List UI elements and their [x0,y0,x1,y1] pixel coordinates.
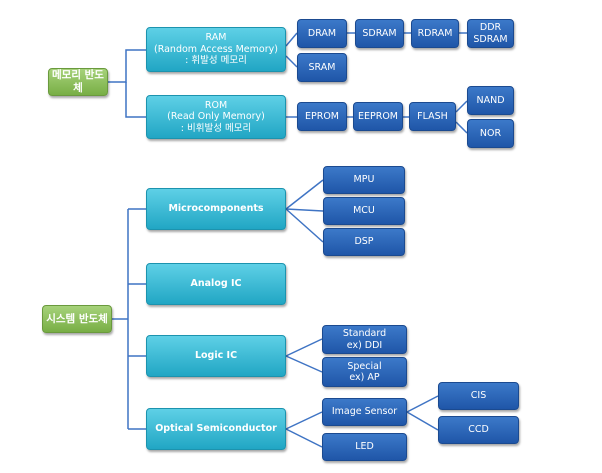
special-ap-node: Special ex) AP [322,357,407,387]
connector-optical-image [285,411,323,430]
mcu-node: MCU [323,197,405,225]
connector-ram-sram [285,55,298,68]
sdram-node: SDRAM [355,19,404,48]
connector-flash-nand [455,100,468,113]
dram-node: DRAM [297,19,347,48]
rom-node: ROM (Read Only Memory) : 비휘발성 메모리 [146,95,286,139]
rdram-node: RDRAM [411,19,459,48]
connector-micro-dsp [285,208,324,243]
led-node: LED [322,433,407,461]
memory-semiconductor-node: 메모리 반도체 [48,68,108,96]
connector-micro-mcu [285,208,324,212]
connector-ram-dram [285,32,298,47]
connector-memory-rom [125,82,146,118]
nor-node: NOR [467,119,514,148]
standard-ddi-node: Standard ex) DDI [322,325,407,354]
cis-node: CIS [438,382,519,410]
flash-node: FLASH [409,102,456,131]
mpu-node: MPU [323,166,405,194]
analog-ic-node: Analog IC [146,263,286,305]
image-sensor-node: Image Sensor [322,398,407,426]
sram-node: SRAM [297,53,347,82]
optical-semiconductor-node: Optical Semiconductor [146,408,286,450]
dsp-node: DSP [323,228,405,256]
ram-node: RAM (Random Access Memory) : 휘발성 메모리 [146,27,286,72]
microcomponents-node: Microcomponents [146,188,286,230]
connector-flash-nor [455,121,468,134]
ccd-node: CCD [438,416,519,444]
connector-memory-ram [108,49,146,83]
ddr-sdram-node: DDR SDRAM [467,19,514,48]
connector-image-cis [406,395,439,413]
eprom-node: EPROM [297,102,347,131]
system-semiconductor-node: 시스템 반도체 [42,305,112,333]
connector-micro-mpu [285,179,324,210]
connector-image-ccd [406,411,439,431]
connector-optical-led [285,428,323,448]
logic-ic-node: Logic IC [146,335,286,377]
eeprom-node: EEPROM [353,102,403,131]
connector-logic-special [285,355,323,373]
nand-node: NAND [467,86,514,115]
connector-logic-standard [285,338,323,357]
